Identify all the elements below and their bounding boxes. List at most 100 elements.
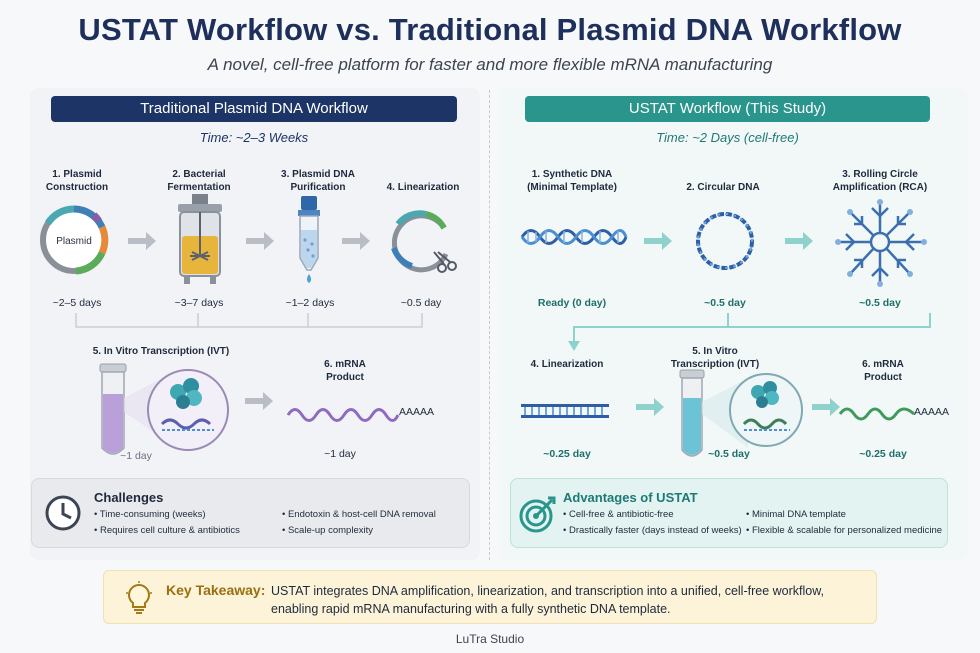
ustat-step6-label: 6. mRNA Product [828, 358, 938, 384]
trad-step3-duration: ~1–2 days [285, 297, 335, 309]
challenges-title: Challenges [94, 490, 164, 505]
arrow-right-icon [644, 232, 672, 250]
ustat-step5-label: 5. In Vitro Transcription (IVT) [660, 345, 770, 371]
trad-step4-label: 4. Linearization [368, 181, 478, 194]
challenge-bullet: • Endotoxin & host-cell DNA removal [282, 509, 436, 520]
takeaway-line1: USTAT integrates DNA amplification, line… [271, 584, 825, 598]
trad-step1-label: 1. Plasmid Construction [22, 168, 132, 194]
trad-step3-label-line2: Purification [290, 182, 346, 193]
timeline-bracket [75, 313, 423, 328]
arrow-right-icon [636, 398, 664, 416]
page-subtitle: A novel, cell-free platform for faster a… [207, 55, 773, 74]
arrow-right-icon [812, 398, 840, 416]
trad-step5-duration: ~1 day [120, 450, 152, 462]
test-tube-icon [679, 369, 803, 457]
footer-credit: LuTra Studio [455, 632, 525, 646]
ustat-step1-label-line2: (Minimal Template) [527, 182, 617, 193]
advantage-bullet: • Drastically faster (days instead of we… [563, 525, 742, 536]
mrna-wave-icon [838, 407, 916, 421]
bioreactor-icon [178, 194, 222, 284]
arrow-right-icon [245, 392, 273, 410]
advantage-bullet: • Cell-free & antibiotic-free [563, 509, 674, 520]
challenge-text: Endotoxin & host-cell DNA removal [287, 509, 436, 520]
takeaway-heading: Key Takeaway: [166, 582, 266, 598]
clock-icon [45, 495, 81, 531]
trad-step1-label-line1: 1. Plasmid [52, 169, 102, 180]
scissors-plasmid-icon [391, 210, 457, 273]
ustat-step5-duration: ~0.5 day [708, 448, 750, 460]
purification-column-icon [298, 196, 320, 283]
traditional-header: Traditional Plasmid DNA Workflow [51, 96, 457, 122]
ustat-polya-tail: AAAAA [914, 406, 950, 418]
challenge-text: Scale-up complexity [287, 525, 373, 536]
target-icon [519, 496, 556, 533]
advantage-text: Minimal DNA template [751, 509, 846, 520]
advantages-title: Advantages of USTAT [563, 490, 698, 505]
ustat-step5-label-line2: Transcription (IVT) [670, 359, 760, 370]
trad-polya-tail: AAAAA [399, 406, 435, 418]
traditional-time: Time: ~2–3 Weeks [199, 130, 309, 145]
challenge-bullet: • Requires cell culture & antibiotics [94, 525, 240, 536]
rca-product-icon [835, 199, 927, 287]
plasmid-inner-label: Plasmid [56, 236, 92, 247]
takeaway-line2: enabling rapid mRNA manufacturing with a… [271, 602, 671, 616]
trad-step6-label: 6. mRNA Product [290, 358, 400, 384]
advantage-bullet: • Minimal DNA template [746, 509, 846, 520]
arrow-right-icon [246, 232, 274, 250]
mrna-wave-icon [286, 408, 400, 422]
challenges-box [31, 478, 470, 548]
ustat-step6-duration: ~0.25 day [859, 448, 907, 460]
ustat-step2-label: 2. Circular DNA [686, 182, 760, 193]
trad-step3-label-line1: 3. Plasmid DNA [281, 169, 355, 180]
challenge-text: Time-consuming (weeks) [99, 509, 206, 520]
challenge-bullet: • Scale-up complexity [282, 525, 373, 536]
trad-step2-label-line1: 2. Bacterial [172, 169, 226, 180]
arrow-right-icon [785, 232, 813, 250]
test-tube-icon [99, 363, 229, 455]
arrow-right-icon [342, 232, 370, 250]
key-takeaway-box: Key Takeaway: USTAT integrates DNA ampli… [103, 570, 877, 624]
page-title: USTAT Workflow vs. Traditional Plasmid D… [78, 12, 902, 47]
advantage-text: Drastically faster (days instead of week… [568, 525, 742, 536]
ustat-time: Time: ~2 Days (cell-free) [656, 130, 799, 145]
advantages-box [510, 478, 948, 548]
ustat-step1-duration: Ready (0 day) [537, 297, 607, 309]
arrow-right-icon [128, 232, 156, 250]
circular-dna-icon [696, 212, 754, 270]
ustat-step3-label-line2: Amplification (RCA) [832, 182, 928, 193]
plasmid-ring-icon: Plasmid [40, 205, 109, 275]
trad-step2-label-line2: Fermentation [167, 182, 231, 193]
trad-step4-label-line1: 4. Linearization [386, 182, 460, 193]
trad-step4-duration: ~0.5 day [400, 297, 442, 309]
trad-step2-label: 2. Bacterial Fermentation [144, 168, 254, 194]
ustat-step2-duration: ~0.5 day [704, 297, 746, 309]
ustat-step4-duration: ~0.25 day [543, 448, 591, 460]
ustat-step3-duration: ~0.5 day [859, 297, 901, 309]
trad-step6-label-line2: Product [326, 372, 364, 383]
panel-divider [489, 90, 490, 560]
ustat-step6-label-line1: 6. mRNA [862, 359, 904, 370]
ustat-step5-label-line1: 5. In Vitro [692, 346, 738, 357]
advantage-text: Flexible & scalable for personalized med… [751, 525, 943, 536]
trad-step2-duration: ~3–7 days [174, 297, 224, 309]
ustat-step6-label-line2: Product [864, 372, 902, 383]
trad-step6-duration: ~1 day [324, 448, 356, 460]
trad-step1-label-line2: Construction [45, 182, 109, 193]
challenge-text: Requires cell culture & antibiotics [99, 525, 240, 536]
challenge-bullet: • Time-consuming (weeks) [94, 509, 206, 520]
trad-step5-label: 5. In Vitro Transcription (IVT) [92, 346, 230, 357]
trad-step3-label: 3. Plasmid DNA Purification [263, 168, 373, 194]
ustat-step1-label-line1: 1. Synthetic DNA [531, 169, 613, 180]
advantage-bullet: • Flexible & scalable for personalized m… [746, 525, 943, 536]
linear-dna-icon [521, 404, 609, 418]
dna-helix-icon [520, 229, 628, 245]
ustat-step1-label: 1. Synthetic DNA (Minimal Template) [512, 168, 632, 194]
ustat-step3-label-line1: 3. Rolling Circle [842, 169, 918, 180]
ustat-step4-label: 4. Linearization [530, 359, 604, 370]
flow-connector [568, 313, 931, 351]
trad-step1-duration: ~2–5 days [52, 297, 102, 309]
advantage-text: Cell-free & antibiotic-free [568, 509, 674, 520]
lightbulb-icon [126, 581, 152, 614]
trad-step6-label-line1: 6. mRNA [324, 359, 366, 370]
